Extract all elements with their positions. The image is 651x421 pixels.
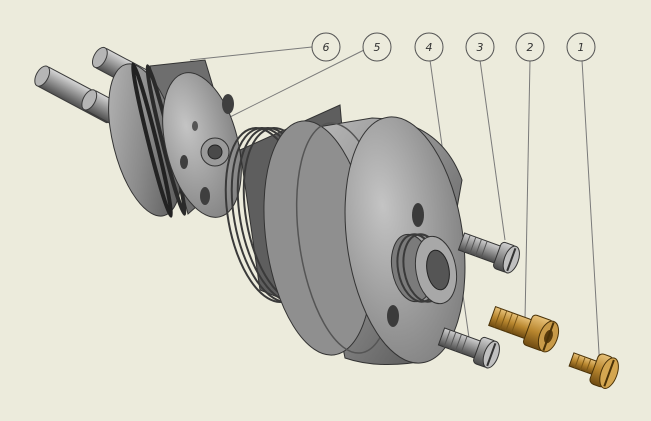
balloon-6: 6 <box>311 32 341 62</box>
balloon-4-number: 4 <box>426 41 433 54</box>
balloon-1-number: 1 <box>578 41 585 54</box>
balloon-4: 4 <box>414 32 444 62</box>
leader-5 <box>219 49 365 123</box>
balloon-5: 5 <box>362 32 392 62</box>
leader-1 <box>581 59 601 371</box>
upper-slotted-screw <box>457 232 520 274</box>
balloon-5-number: 5 <box>374 41 381 54</box>
main-body <box>224 104 466 365</box>
brass-nozzle <box>488 305 560 353</box>
leader-2 <box>524 59 531 321</box>
balloon-1: 1 <box>566 32 596 62</box>
leader-6 <box>189 46 313 61</box>
balloon-2-number: 2 <box>527 41 534 54</box>
balloon-2: 2 <box>515 32 545 62</box>
back-plug <box>34 46 242 218</box>
lower-slotted-screw <box>437 327 500 369</box>
balloon-6-number: 6 <box>323 41 330 54</box>
brass-slotted-screw <box>568 352 619 389</box>
balloon-3: 3 <box>465 32 495 62</box>
balloon-3-number: 3 <box>477 41 484 54</box>
leader-3 <box>479 59 506 241</box>
body-nozzle-boss <box>390 233 458 305</box>
